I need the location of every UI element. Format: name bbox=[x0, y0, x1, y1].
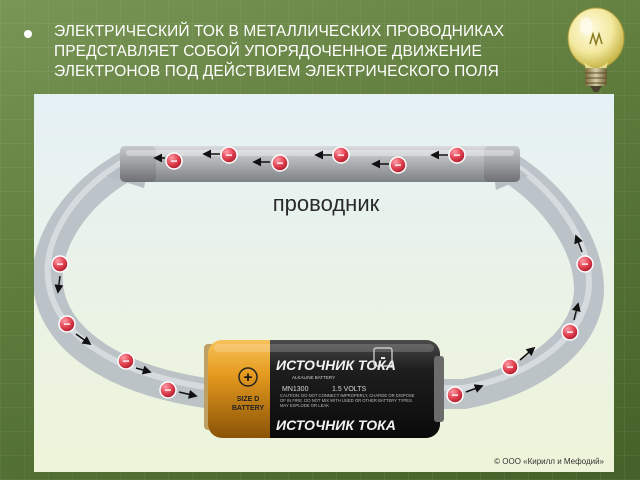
battery-label-top: ИСТОЧНИК ТОКА bbox=[276, 357, 396, 373]
electron bbox=[165, 152, 183, 170]
electron-minus-sign: − bbox=[122, 354, 129, 368]
electron-minus-sign: − bbox=[56, 257, 63, 271]
electron-minus-sign: − bbox=[63, 317, 70, 331]
electron-minus-sign: − bbox=[225, 148, 232, 162]
electron-minus-sign: − bbox=[581, 257, 588, 271]
electron bbox=[117, 352, 135, 370]
battery-size-line1: SIZE D bbox=[237, 396, 260, 403]
battery-brand-small: ALKALINE BATTERY bbox=[292, 375, 335, 380]
electron bbox=[561, 323, 579, 341]
electron bbox=[58, 315, 76, 333]
left-loop-electrons: − − − − bbox=[51, 255, 198, 399]
electron-minus-sign: − bbox=[453, 148, 460, 162]
copyright: © ООО «Кирилл и Мефодий» bbox=[494, 457, 604, 466]
electron bbox=[448, 146, 466, 164]
electron-minus-sign: − bbox=[164, 383, 171, 397]
bullet-text: ЭЛЕКТРИЧЕСКИЙ ТОК В МЕТАЛЛИЧЕСКИХ ПРОВОД… bbox=[54, 23, 505, 80]
bullet-marker bbox=[24, 30, 32, 38]
conductor-label: проводник bbox=[273, 191, 380, 216]
right-loop-electrons: − − − − bbox=[446, 234, 594, 404]
battery-plus-terminal-icon bbox=[238, 367, 258, 387]
electron-minus-sign: − bbox=[506, 360, 513, 374]
bullet-item: ЭЛЕКТРИЧЕСКИЙ ТОК В МЕТАЛЛИЧЕСКИХ ПРОВОД… bbox=[24, 22, 564, 82]
electron bbox=[51, 255, 69, 273]
electron-minus-sign: − bbox=[451, 388, 458, 402]
battery-size-line2: BATTERY bbox=[232, 405, 265, 412]
electron-minus-sign: − bbox=[276, 156, 283, 170]
electron bbox=[220, 146, 238, 164]
electron bbox=[271, 154, 289, 172]
electron-minus-sign: − bbox=[566, 325, 573, 339]
battery-minus: - bbox=[380, 349, 385, 366]
battery-model: MN1300 bbox=[282, 386, 309, 393]
electron bbox=[576, 255, 594, 273]
light-bulb-icon bbox=[567, 7, 625, 92]
circuit-illustration: проводник − − − − − − − − − − − bbox=[34, 94, 614, 472]
electron-minus-sign: − bbox=[170, 154, 177, 168]
electron bbox=[446, 386, 464, 404]
electron bbox=[389, 156, 407, 174]
battery-plus: + bbox=[244, 369, 253, 386]
wire-electrons: − − − − − − bbox=[153, 146, 466, 174]
electron bbox=[332, 146, 350, 164]
battery-minus-terminal-icon bbox=[373, 347, 393, 367]
battery-label-bottom: ИСТОЧНИК ТОКА bbox=[276, 417, 396, 433]
electron bbox=[159, 381, 177, 399]
electron-minus-sign: − bbox=[394, 158, 401, 172]
battery-caution-text: CAUTION: DO NOT CONNECT IMPROPERLY, CHAR… bbox=[280, 393, 415, 408]
electron bbox=[501, 358, 519, 376]
battery: + SIZE D BATTERY ИСТОЧНИК ТОКА ALKALINE … bbox=[204, 340, 444, 438]
electron-minus-sign: − bbox=[337, 148, 344, 162]
battery-voltage: 1.5 VOLTS bbox=[332, 386, 366, 393]
